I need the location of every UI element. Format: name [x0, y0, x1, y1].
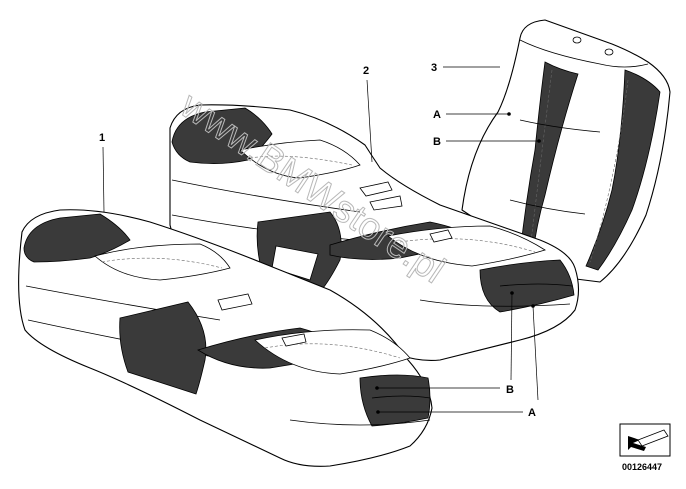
- part-label-2: 2: [363, 65, 373, 163]
- callout-backrest-b: B: [433, 136, 541, 148]
- callout-cushion-a: A: [376, 304, 539, 419]
- callout-backrest-a: A: [433, 109, 511, 121]
- callout-letter-a: A: [528, 407, 536, 419]
- split-cushion-cover: [18, 209, 433, 467]
- callout-letter-b: B: [433, 136, 441, 148]
- reference-arrow-icon: [619, 423, 671, 457]
- part-number-1: 1: [99, 132, 105, 144]
- part-number-3: 3: [431, 62, 437, 74]
- callout-letter-a: A: [433, 109, 441, 121]
- backrest-cover: [461, 19, 671, 283]
- callout-letter-b: B: [506, 384, 514, 396]
- part-number-2: 2: [363, 65, 369, 77]
- part-label-3: 3: [431, 62, 500, 74]
- callout-cushion-b: B: [375, 291, 514, 396]
- part-label-1: 1: [99, 132, 105, 213]
- diagram-id: 00126447: [622, 462, 662, 472]
